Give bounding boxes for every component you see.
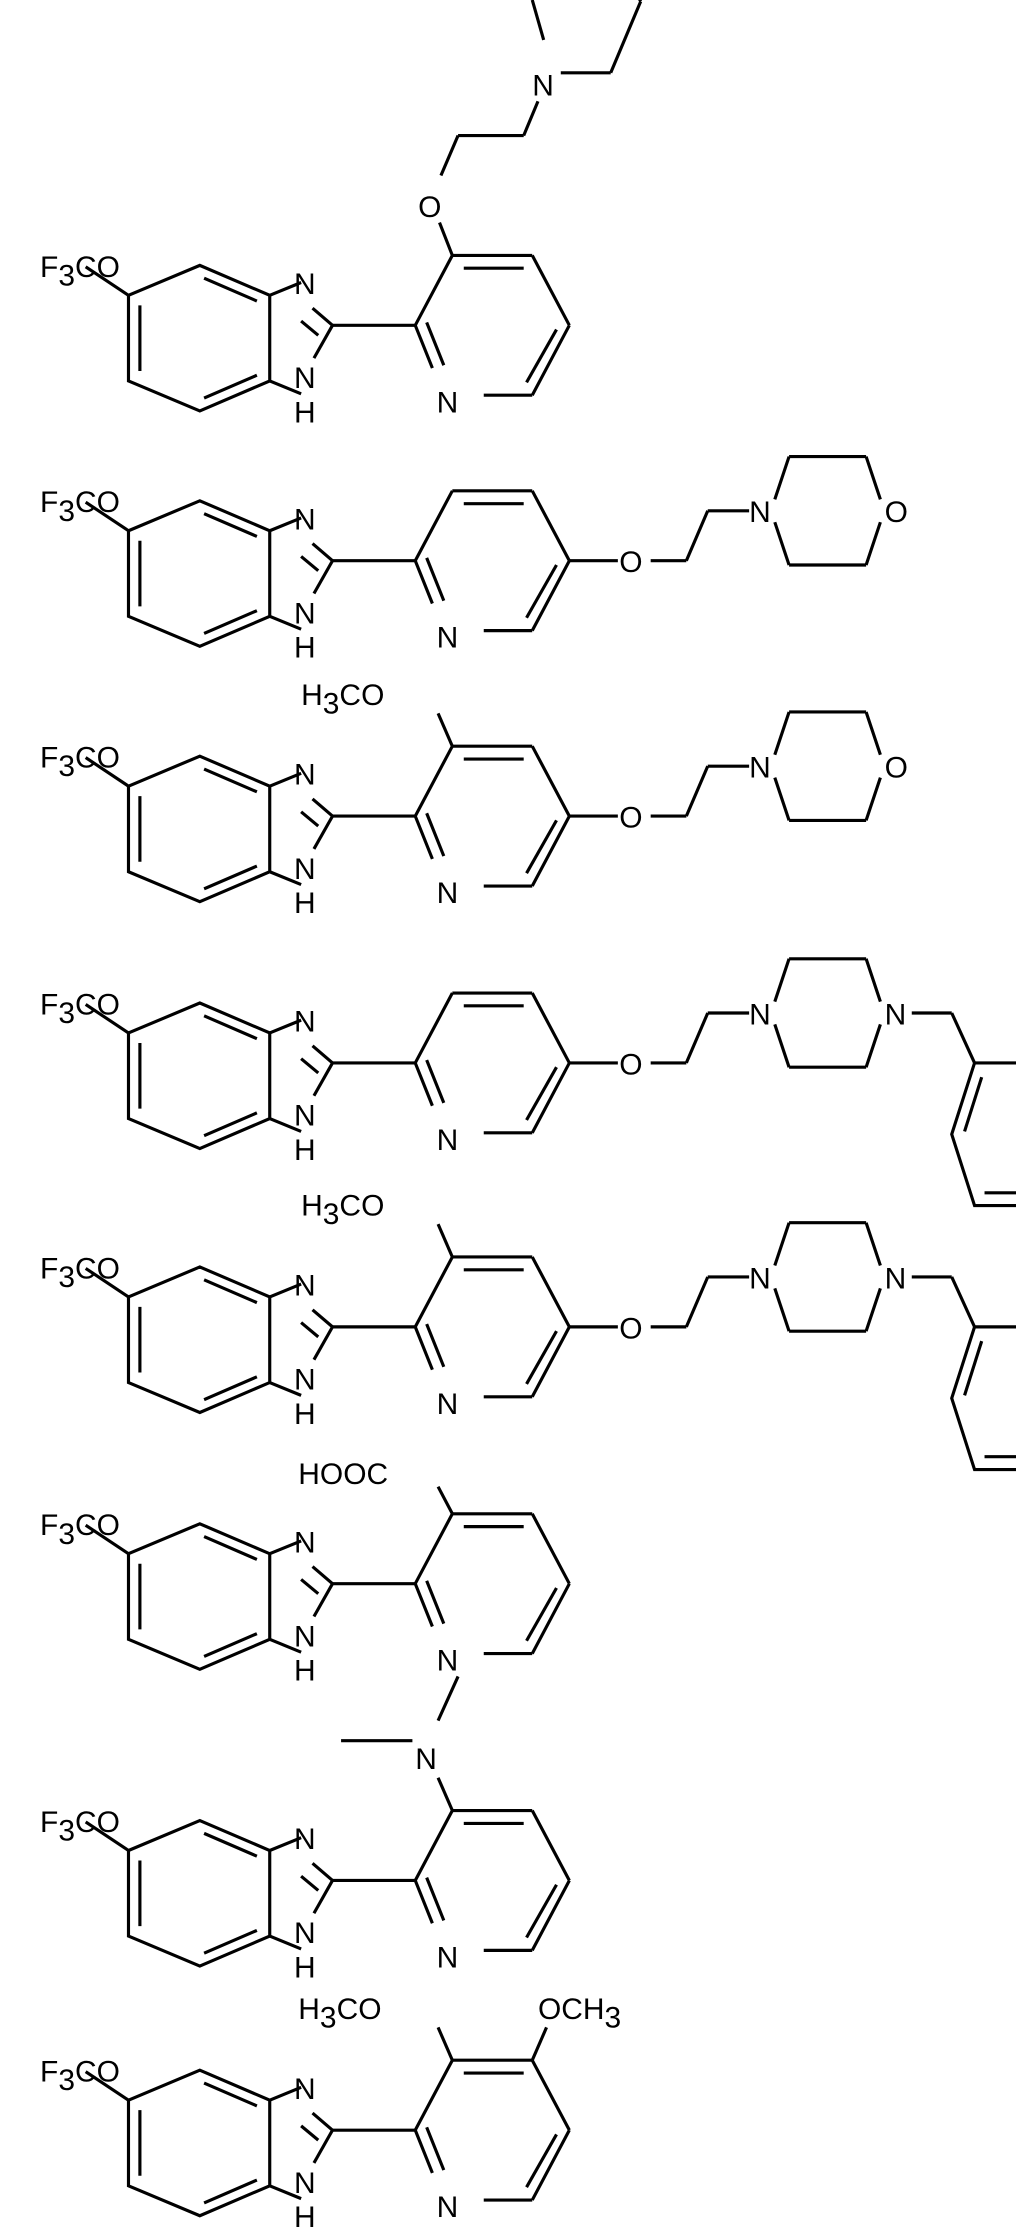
amine-h-label: H (294, 396, 316, 429)
imine-n-label: N (294, 1006, 316, 1039)
piperazine-n1-label: N (749, 998, 771, 1031)
amine-n-label: N (294, 1100, 316, 1133)
substituent-label: F3CO (40, 486, 120, 528)
pyridine-n-label: N (437, 1388, 459, 1421)
substituent-label: F3CO (40, 251, 120, 293)
amine-n-label: N (294, 1620, 316, 1653)
amine-n-label: N (294, 1917, 316, 1950)
imine-n-label: N (294, 759, 316, 792)
ether-o-label: O (619, 802, 642, 835)
pyridine-n-label: N (437, 1124, 459, 1157)
pyridine-n-label: N (437, 1645, 459, 1678)
substituent-label: F3CO (40, 1806, 120, 1848)
imine-n-label: N (294, 1269, 316, 1302)
compound-1: F3CO N N H N O N O (40, 0, 641, 429)
ether-o-label: O (619, 1048, 642, 1081)
amine-n-label: N (294, 853, 316, 886)
ether-o-label: O (619, 546, 642, 579)
pyridine-n-label: N (437, 2191, 459, 2224)
substituent-label: F3CO (40, 988, 120, 1030)
pyridine-n-label: N (437, 386, 459, 419)
imine-n-label: N (294, 268, 316, 301)
substituent-label: F3CO (40, 2056, 120, 2098)
pyridine-n-label: N (437, 1941, 459, 1974)
core-labels: F3CO N N H N (40, 251, 458, 430)
amine-h-label: H (294, 887, 316, 920)
amine-n-label: N (749, 496, 771, 529)
amine-n-label: N (294, 362, 316, 395)
compound-5: F3CO N N H N H3CO O N N (40, 1190, 1016, 1470)
methoxy-label: H3CO (301, 679, 384, 721)
substituent-label: F3CO (40, 1509, 120, 1551)
compound-6: F3CO N N H N HOOC (40, 1458, 569, 1688)
pyridine-n-label: N (437, 877, 459, 910)
amine-h-label: H (294, 2201, 316, 2234)
compound-2: F3CO N N H N O N O (40, 457, 908, 665)
compound-8: F3CO N N H N H3CO OCH3 (40, 1993, 621, 2234)
ring-o-label: O (885, 752, 908, 785)
amine-h-label: H (294, 1134, 316, 1167)
amine-h-label: H (294, 632, 316, 665)
amine-n-label: N (294, 597, 316, 630)
amine-h-label: H (294, 1951, 316, 1984)
compound-4: F3CO N N H N O N N (40, 959, 1016, 1206)
imine-n-label: N (294, 2073, 316, 2106)
methoxy-left-label: H3CO (298, 1993, 381, 2035)
imine-n-label: N (294, 503, 316, 536)
dimethylamino-n-label: N (415, 1743, 437, 1776)
amine-n-label: N (294, 1364, 316, 1397)
piperazine-n1-label: N (749, 1262, 771, 1295)
imine-n-label: N (294, 1823, 316, 1856)
ether-o-label: O (619, 1312, 642, 1345)
ring-o-label: O (885, 496, 908, 529)
piperazine-n2-label: N (885, 998, 907, 1031)
amine-n-label: N (294, 2167, 316, 2200)
substituent-label: F3CO (40, 742, 120, 784)
methoxy-label: H3CO (301, 1190, 384, 1232)
amine-h-label: H (294, 1398, 316, 1431)
amine-h-label: H (294, 1655, 316, 1688)
amine-n-label: N (749, 752, 771, 785)
ether-o-label: O (418, 191, 441, 224)
compound-3: F3CO N N H N H3CO O N O (40, 679, 908, 920)
pyridine-n-label: N (437, 622, 459, 655)
substituent-label: F3CO (40, 1252, 120, 1294)
imine-n-label: N (294, 1526, 316, 1559)
carboxylic-acid-label: HOOC (298, 1458, 388, 1491)
methoxy-right-label: OCH3 (538, 1993, 621, 2035)
amine-n-label: N (532, 70, 554, 103)
piperazine-n2-label: N (885, 1262, 907, 1295)
compound-7: F3CO N N H N N (40, 1676, 569, 1984)
